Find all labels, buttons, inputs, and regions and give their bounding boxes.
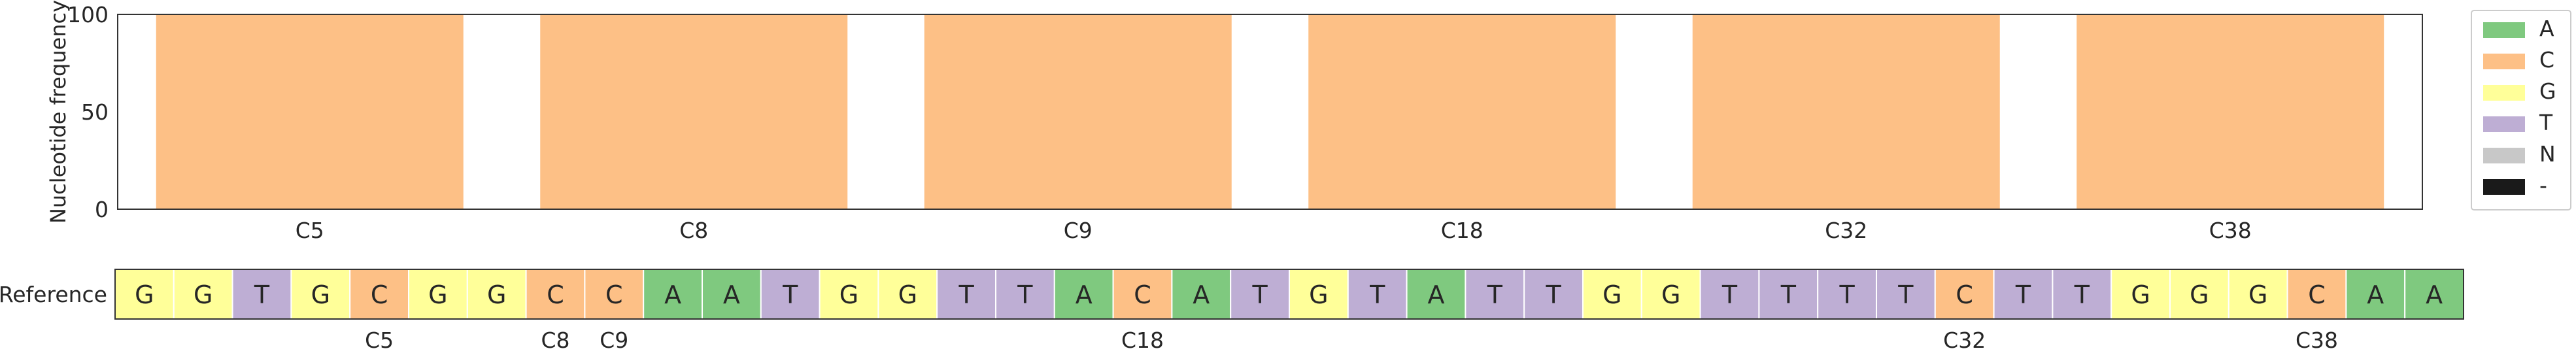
- x-tick-label: C8: [679, 218, 708, 243]
- reference-cell: [1699, 269, 1760, 320]
- reference-cell: [1640, 269, 1701, 320]
- reference-cell: [349, 269, 410, 320]
- legend-swatch-T: [2483, 116, 2525, 132]
- reference-row-label: Reference: [0, 282, 107, 307]
- bar-C8-C: [540, 14, 848, 209]
- reference-base: G: [2131, 280, 2150, 309]
- reference-cell: [584, 269, 645, 320]
- reference-base: C: [547, 280, 564, 309]
- reference-base: T: [1897, 280, 1914, 309]
- reference-base: C: [605, 280, 623, 309]
- legend-swatch-G: [2483, 85, 2525, 101]
- reference-base: A: [1428, 280, 1445, 309]
- reference-base: G: [1309, 280, 1328, 309]
- y-tick-label: 50: [81, 99, 109, 125]
- legend-swatch-C: [2483, 54, 2525, 69]
- reference-base: G: [487, 280, 506, 309]
- reference-base: C: [1134, 280, 1151, 309]
- plot-frame: [117, 14, 2423, 210]
- bar-C5-C: [156, 14, 464, 209]
- reference-base: A: [2367, 280, 2384, 309]
- reference-base: T: [1487, 280, 1503, 309]
- x-tick-label: C9: [1064, 218, 1093, 243]
- reference-cell: [702, 269, 762, 320]
- x-tick-label: C5: [296, 218, 324, 243]
- reference-base: T: [1369, 280, 1385, 309]
- reference-base: G: [1661, 280, 1680, 309]
- marked-position-label: C9: [600, 328, 628, 353]
- reference-base: A: [2426, 280, 2443, 309]
- marked-position-label: C5: [365, 328, 394, 353]
- reference-base: T: [254, 280, 270, 309]
- reference-base: G: [311, 280, 330, 309]
- reference-base: G: [839, 280, 858, 309]
- reference-base: G: [2248, 280, 2267, 309]
- bar-C32-C: [1692, 14, 2000, 209]
- x-tick-label: C32: [1825, 218, 1867, 243]
- reference-base: A: [1076, 280, 1093, 309]
- y-axis-label: Nucleotide frequency: [46, 0, 71, 224]
- reference-base: G: [194, 280, 212, 309]
- reference-cell: [466, 269, 527, 320]
- reference-base: G: [1602, 280, 1621, 309]
- reference-base: T: [1545, 280, 1561, 309]
- reference-base: C: [1956, 280, 1973, 309]
- reference-cell: [1171, 269, 1232, 320]
- bar-C18-C: [1308, 14, 1616, 209]
- reference-base: T: [782, 280, 798, 309]
- marked-position-label: C18: [1121, 328, 1164, 353]
- reference-base: T: [1017, 280, 1033, 309]
- bar-C38-C: [2076, 14, 2384, 209]
- legend-swatch--: [2483, 179, 2525, 195]
- reference-base: G: [135, 280, 154, 309]
- reference-base: T: [1251, 280, 1268, 309]
- y-tick-label: 0: [95, 197, 109, 222]
- reference-base: T: [2074, 280, 2090, 309]
- reference-cell: [936, 269, 996, 320]
- reference-cell: [1230, 269, 1290, 320]
- reference-frame: [114, 269, 2464, 320]
- reference-base: G: [898, 280, 917, 309]
- reference-base: A: [1193, 280, 1210, 309]
- reference-cell: [1053, 269, 1114, 320]
- reference-cell: [1112, 269, 1173, 320]
- reference-cell: [114, 269, 175, 320]
- reference-base: T: [1839, 280, 1855, 309]
- reference-base: A: [664, 280, 681, 309]
- reference-base: T: [1780, 280, 1797, 309]
- marked-position-label: C8: [541, 328, 569, 353]
- legend-label: A: [2539, 16, 2554, 41]
- reference-cell: [1582, 269, 1642, 320]
- marked-position-label: C32: [1943, 328, 1986, 353]
- reference-base: C: [2308, 280, 2326, 309]
- reference-base: A: [723, 280, 740, 309]
- reference-base: T: [2015, 280, 2031, 309]
- legend-label: C: [2539, 47, 2554, 73]
- x-tick-label: C18: [1441, 218, 1483, 243]
- reference-base: G: [2190, 280, 2209, 309]
- legend-swatch-N: [2483, 148, 2525, 163]
- reference-base: T: [958, 280, 974, 309]
- reference-cell: [1347, 269, 1408, 320]
- legend-label: T: [2539, 110, 2553, 135]
- reference-cell: [2110, 269, 2171, 320]
- reference-base: C: [371, 280, 388, 309]
- marked-position-label: C38: [2296, 328, 2338, 353]
- legend-label: N: [2539, 141, 2556, 167]
- legend-label: G: [2539, 78, 2556, 104]
- reference-base: T: [1721, 280, 1738, 309]
- reference-cell: [995, 269, 1055, 320]
- y-tick-label: 100: [67, 2, 109, 27]
- reference-base: G: [428, 280, 447, 309]
- bar-C9-C: [924, 14, 1232, 209]
- x-tick-label: C38: [2209, 218, 2252, 243]
- legend-swatch-A: [2483, 22, 2525, 38]
- legend-label: -: [2539, 173, 2547, 198]
